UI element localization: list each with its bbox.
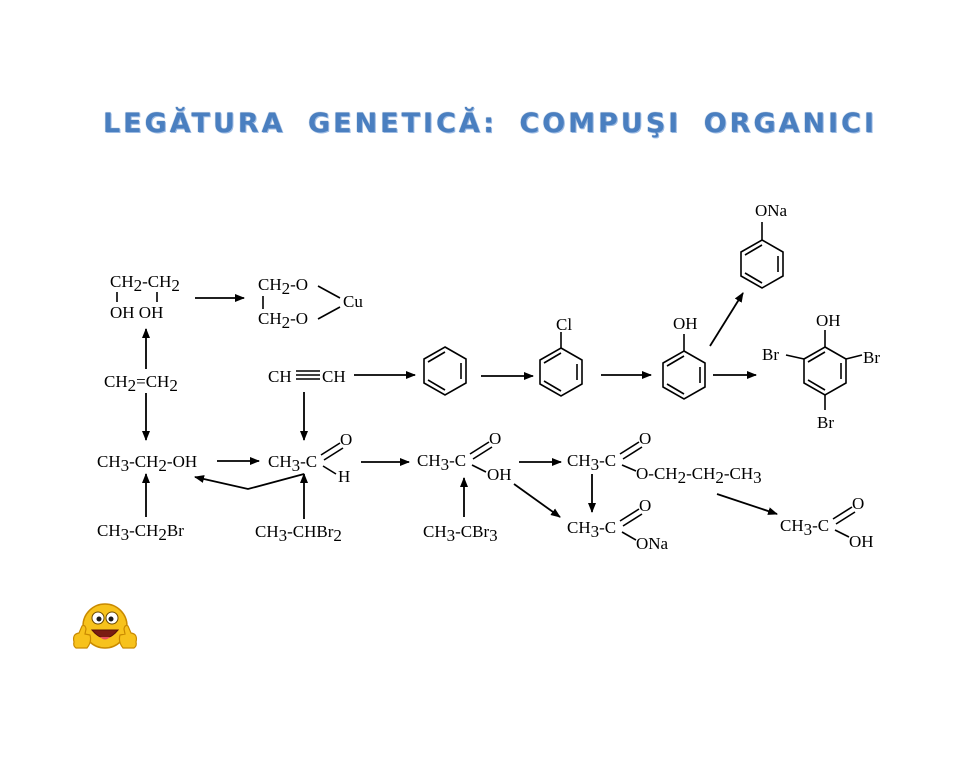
svg-text:CH: CH bbox=[322, 367, 346, 386]
svg-text:O: O bbox=[639, 496, 651, 515]
tribromophenol: OH Br Br Br bbox=[762, 311, 880, 432]
svg-text:ONa: ONa bbox=[636, 534, 669, 553]
chlorobenzene: Cl bbox=[539, 315, 583, 397]
svg-text:O: O bbox=[489, 429, 501, 448]
svg-text:CH3-C: CH3-C bbox=[567, 518, 616, 541]
propyl-acetate: CH3-C O O-CH2-CH2-CH3 bbox=[567, 429, 762, 487]
ethanol: CH3-CH2-OH bbox=[97, 452, 197, 475]
svg-text:CH2-O: CH2-O bbox=[258, 309, 308, 332]
svg-text:Br: Br bbox=[762, 345, 779, 364]
svg-text:CH3-C: CH3-C bbox=[417, 451, 466, 474]
svg-text:OH: OH bbox=[487, 465, 512, 484]
svg-text:O: O bbox=[639, 429, 651, 448]
svg-text:O: O bbox=[852, 494, 864, 513]
svg-text:O-CH2-CH2-CH3: O-CH2-CH2-CH3 bbox=[636, 464, 762, 487]
svg-text:Br: Br bbox=[817, 413, 834, 432]
svg-text:Cl: Cl bbox=[556, 315, 572, 334]
copper-label: Cu bbox=[343, 292, 363, 311]
acetylene: CH CH bbox=[268, 367, 346, 386]
svg-text:OH: OH bbox=[816, 311, 841, 330]
svg-text:O: O bbox=[340, 430, 352, 449]
phenol: OH bbox=[662, 314, 706, 400]
acetaldehyde: CH3-C O H bbox=[268, 430, 352, 486]
page-title: LEGĂTURA GENETICĂ: COMPUŞI ORGANICI bbox=[102, 108, 878, 139]
svg-text:CH: CH bbox=[268, 367, 292, 386]
svg-text:CH3-C: CH3-C bbox=[780, 516, 829, 539]
dibromoethane: CH3-CHBr2 bbox=[255, 522, 342, 545]
svg-text:H: H bbox=[338, 467, 350, 486]
thumbs-up-smiley-icon bbox=[72, 603, 138, 649]
copper-glycolate: CH2-O CH2-O Cu bbox=[258, 275, 363, 332]
svg-text:CH3-C: CH3-C bbox=[268, 452, 317, 475]
svg-text:CH3-C: CH3-C bbox=[567, 451, 616, 474]
bromoethane: CH3-CH2Br bbox=[97, 521, 184, 544]
svg-text:ONa: ONa bbox=[755, 201, 788, 220]
svg-text:OH: OH bbox=[849, 532, 874, 551]
svg-text:CH2-O: CH2-O bbox=[258, 275, 308, 298]
reaction-arrows bbox=[142, 292, 778, 519]
acetic-acid-final: CH3-C O OH bbox=[780, 494, 874, 551]
svg-text:CH2-CH2: CH2-CH2 bbox=[110, 272, 180, 295]
svg-text:OH: OH bbox=[673, 314, 698, 333]
sodium-phenoxide: ONa bbox=[740, 201, 788, 289]
acetic-acid: CH3-C O OH bbox=[417, 429, 512, 484]
benzene-ring bbox=[423, 346, 467, 396]
tribromoethane: CH3-CBr3 bbox=[423, 522, 498, 545]
glycol-oh-label: OH OH bbox=[110, 303, 163, 322]
sodium-acetate: CH3-C O ONa bbox=[567, 496, 669, 553]
ethylene: CH2=CH2 bbox=[104, 372, 178, 395]
svg-text:Br: Br bbox=[863, 348, 880, 367]
ethylene-glycol: CH2-CH2 OH OH bbox=[110, 272, 180, 322]
